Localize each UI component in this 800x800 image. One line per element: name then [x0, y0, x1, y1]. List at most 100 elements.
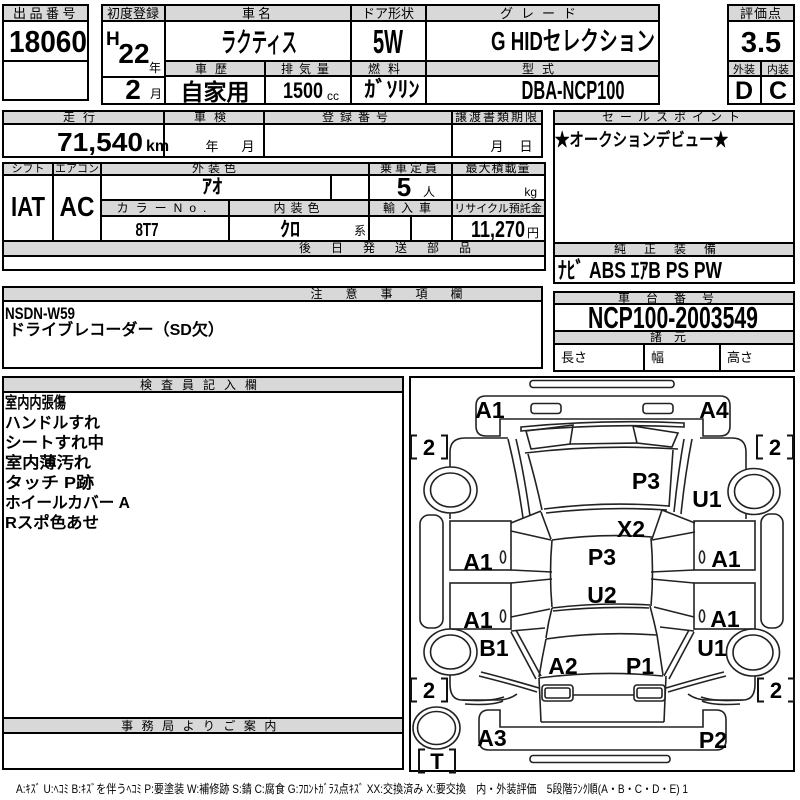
svg-text:最大積載量: 最大積載量: [465, 160, 530, 175]
svg-text:燃料: 燃料: [368, 61, 408, 76]
svg-text:D: D: [735, 77, 753, 105]
svg-text:ラクティス: ラクティス: [221, 28, 297, 58]
svg-text:71,540: 71,540: [57, 127, 143, 157]
svg-text:検査員記入欄: 検査員記入欄: [140, 377, 266, 392]
svg-text:AC: AC: [60, 191, 95, 222]
svg-text:T: T: [430, 749, 444, 774]
svg-text:タッチ P跡: タッチ P跡: [5, 473, 94, 492]
svg-text:A1: A1: [710, 606, 740, 632]
svg-text:A:ｷｽﾞ U:ﾍｺﾐ B:ｷｽﾞを伴うﾍｺﾐ P:要塗装: A:ｷｽﾞ U:ﾍｺﾐ B:ｷｽﾞを伴うﾍｺﾐ P:要塗装 W:補修跡 S:錆 …: [16, 781, 688, 796]
svg-text:P3: P3: [588, 544, 616, 570]
svg-text:輸入車: 輸入車: [383, 200, 437, 215]
svg-text:B1: B1: [479, 635, 509, 661]
svg-text:2: 2: [770, 678, 782, 703]
svg-text:後日発送部品: 後日発送部品: [299, 240, 491, 255]
svg-text:車台番号: 車台番号: [618, 290, 730, 305]
svg-text:年: 年: [149, 61, 161, 75]
svg-text:注意事項欄: 注意事項欄: [310, 286, 485, 301]
svg-text:G HIDセレクション: G HIDセレクション: [491, 26, 655, 56]
svg-text:車検: 車検: [194, 110, 234, 124]
svg-text:2: 2: [423, 678, 435, 703]
svg-text:ドア形状: ドア形状: [362, 6, 414, 21]
svg-text:X2: X2: [617, 516, 645, 542]
svg-text:★オークションデビュー★: ★オークションデビュー★: [555, 129, 728, 150]
svg-text:登録番号: 登録番号: [322, 109, 394, 124]
svg-text:高さ: 高さ: [727, 350, 753, 365]
svg-text:ｶﾞｿﾘﾝ: ｶﾞｿﾘﾝ: [364, 77, 419, 102]
svg-text:NSDN-W59: NSDN-W59: [5, 304, 75, 323]
svg-text:2: 2: [423, 435, 435, 460]
svg-text:セールスポイント: セールスポイント: [602, 110, 746, 124]
svg-text:グレード: グレード: [500, 6, 584, 21]
svg-text:5W: 5W: [373, 23, 404, 60]
svg-text:DBA-NCP100: DBA-NCP100: [522, 75, 625, 105]
svg-text:5: 5: [397, 172, 411, 202]
svg-text:走行: 走行: [63, 110, 103, 124]
svg-text:幅: 幅: [651, 350, 664, 365]
svg-text:ﾅﾋﾞ ABS ｴｱB PS PW: ﾅﾋﾞ ABS ｴｱB PS PW: [558, 257, 722, 283]
svg-text:シートすれ中: シートすれ中: [5, 433, 104, 452]
svg-text:2: 2: [125, 74, 141, 105]
svg-text:月: 月: [490, 139, 503, 154]
svg-text:U1: U1: [692, 486, 722, 512]
svg-text:エアコン: エアコン: [55, 163, 99, 175]
svg-text:ｱｵ: ｱｵ: [202, 176, 222, 198]
svg-text:室内内張傷: 室内内張傷: [5, 393, 66, 412]
svg-text:11,270: 11,270: [471, 216, 525, 242]
svg-text:3.5: 3.5: [741, 27, 781, 59]
svg-text:A4: A4: [699, 397, 729, 423]
svg-text:8T7: 8T7: [136, 220, 159, 240]
svg-text:出品番号: 出品番号: [13, 6, 79, 21]
svg-text:人: 人: [423, 185, 435, 199]
svg-text:18060: 18060: [9, 24, 87, 59]
svg-text:A1: A1: [463, 549, 493, 575]
svg-text:車名: 車名: [242, 6, 274, 21]
svg-text:リサイクル預託金: リサイクル預託金: [454, 201, 541, 215]
svg-text:型式: 型式: [522, 62, 562, 76]
svg-text:自家用: 自家用: [181, 79, 250, 105]
svg-text:ハンドルすれ: ハンドルすれ: [5, 414, 100, 432]
svg-text:2: 2: [769, 435, 781, 460]
svg-text:年: 年: [205, 139, 218, 154]
svg-text:事務局よりご案内: 事務局よりご案内: [121, 718, 285, 733]
svg-text:乗車定員: 乗車定員: [380, 160, 440, 175]
svg-text:排気量: 排気量: [281, 61, 335, 76]
svg-text:kg: kg: [524, 185, 537, 199]
svg-text:22: 22: [118, 38, 149, 69]
svg-text:月: 月: [241, 139, 254, 154]
svg-text:km: km: [146, 138, 169, 155]
svg-text:月: 月: [150, 87, 162, 101]
svg-text:長さ: 長さ: [561, 350, 587, 365]
svg-text:H: H: [106, 29, 120, 50]
svg-text:室内薄汚れ: 室内薄汚れ: [5, 453, 91, 472]
svg-text:ドライブレコーダー（SD欠）: ドライブレコーダー（SD欠）: [9, 320, 224, 339]
svg-text:NCP100-2003549: NCP100-2003549: [588, 300, 758, 335]
svg-text:シフト: シフト: [12, 163, 45, 175]
svg-text:内装: 内装: [767, 62, 789, 76]
svg-text:ｸﾛ: ｸﾛ: [280, 218, 300, 241]
svg-text:Rスポ色あせ: Rスポ色あせ: [5, 513, 99, 532]
svg-text:U2: U2: [587, 582, 616, 608]
svg-text:諸元: 諸元: [650, 329, 698, 344]
svg-text:A1: A1: [475, 397, 505, 423]
svg-text:外装色: 外装色: [192, 161, 240, 175]
svg-text:カラーNo.: カラーNo.: [117, 201, 214, 215]
svg-text:系: 系: [354, 224, 366, 238]
svg-text:P2: P2: [699, 727, 727, 753]
svg-text:内装色: 内装色: [273, 201, 324, 215]
svg-text:外装: 外装: [733, 63, 755, 76]
svg-text:円: 円: [527, 226, 539, 240]
svg-text:U1: U1: [697, 635, 727, 661]
svg-text:cc: cc: [327, 89, 339, 103]
svg-text:P3: P3: [632, 468, 660, 494]
svg-text:C: C: [769, 77, 787, 105]
svg-text:1500: 1500: [283, 78, 323, 103]
svg-text:車歴: 車歴: [195, 62, 235, 76]
svg-text:日: 日: [519, 139, 532, 154]
svg-text:評価点: 評価点: [740, 6, 782, 21]
svg-text:A3: A3: [477, 725, 506, 751]
svg-text:A2: A2: [548, 653, 577, 679]
svg-text:初度登録: 初度登録: [107, 6, 159, 21]
svg-text:P1: P1: [626, 653, 654, 679]
svg-text:純正装備: 純正装備: [614, 241, 734, 256]
